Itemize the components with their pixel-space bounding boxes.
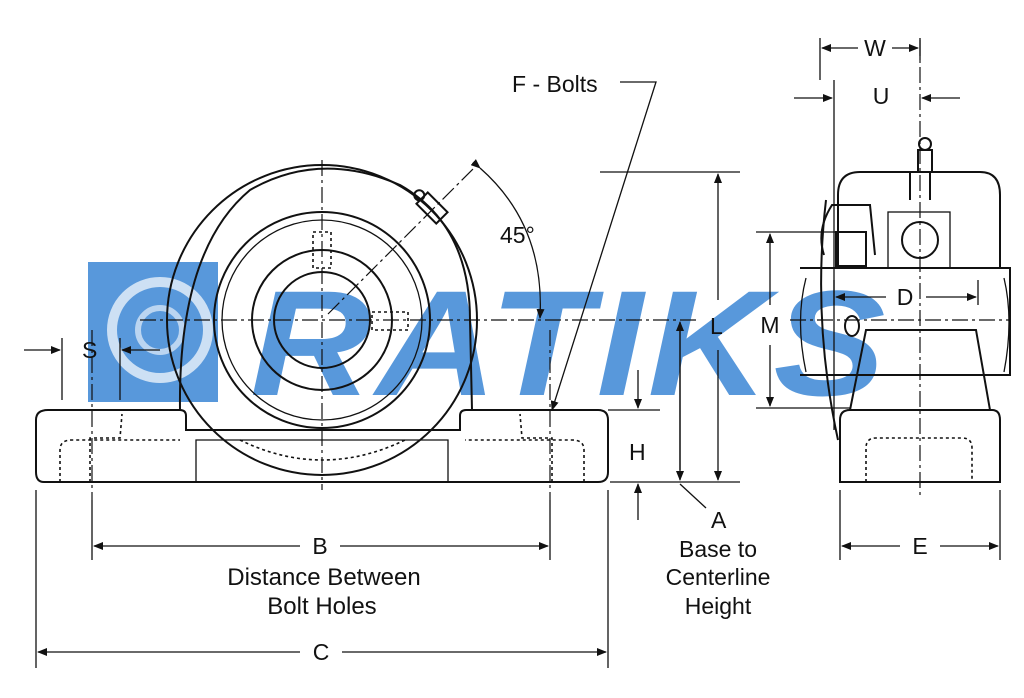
angle-arc [470, 159, 545, 319]
b-caption-line1: Distance Between [227, 564, 420, 591]
side-fitting-cap [918, 137, 932, 151]
a-leader [679, 483, 707, 509]
bolt-hole-right-hidden [519, 413, 553, 482]
side-housing-top [837, 171, 1001, 268]
grease-fitting [413, 189, 449, 225]
base-hidden-left [59, 439, 180, 482]
c-label: C [313, 639, 330, 665]
u-label: U [873, 83, 890, 109]
watermark-text: RATIKS [250, 259, 890, 427]
base-to-label: Base to [679, 536, 757, 562]
side-base-hidden [865, 437, 973, 482]
f-bolts-label: F - Bolts [512, 71, 598, 97]
h-label: H [629, 439, 646, 465]
m-label: M [760, 312, 779, 338]
side-collar-screw [835, 231, 867, 267]
e-label: E [912, 533, 927, 559]
side-shaft [800, 267, 1011, 376]
side-base [839, 409, 1001, 483]
side-view [790, 40, 1011, 495]
lube-axis-45 [327, 161, 481, 315]
side-neck [849, 329, 991, 411]
side-shaft-break-left [799, 277, 807, 373]
d-label: D [897, 284, 914, 310]
set-screw-side-hidden [371, 311, 409, 331]
watermark-logo-inner-ring [135, 305, 185, 355]
housing-outline [178, 167, 473, 411]
base-outline [35, 409, 609, 483]
front-view [35, 160, 700, 500]
side-fitting-stem [909, 172, 931, 200]
b-label: B [312, 533, 327, 559]
side-set-screw [844, 315, 860, 337]
b-caption-line2: Bolt Holes [267, 593, 376, 620]
height-label: Height [685, 593, 752, 619]
s-label: S [82, 337, 97, 363]
centerline-label: Centerline [666, 564, 771, 590]
side-race [887, 211, 951, 269]
f-bolts-leader [550, 81, 657, 411]
angle-label: 45° [500, 222, 535, 248]
l-label: L [710, 313, 723, 339]
watermark-logo-ring [107, 277, 213, 383]
w-label: W [864, 35, 886, 61]
a-label: A [711, 507, 727, 533]
side-shaft-break-right [1003, 277, 1010, 373]
base-hidden-right [465, 439, 585, 482]
bolt-hole-left-hidden [89, 413, 123, 482]
